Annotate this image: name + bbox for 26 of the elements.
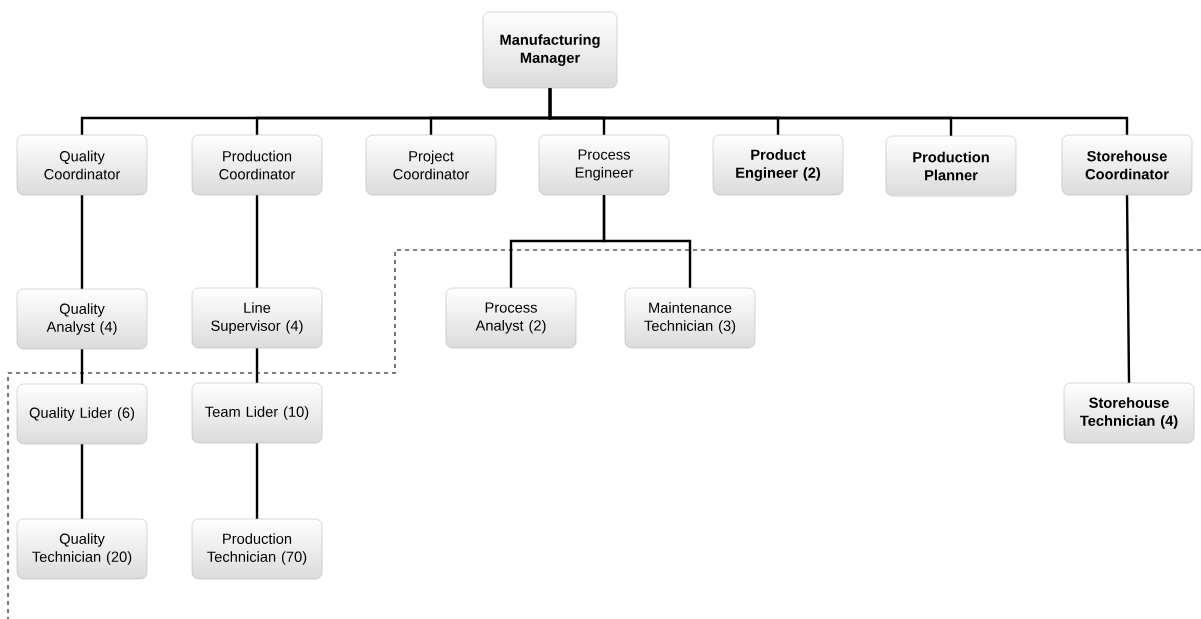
org-box: Manufacturing Manager bbox=[482, 11, 618, 89]
org-box: Process Analyst (2) bbox=[445, 287, 577, 349]
connector-line bbox=[80, 349, 84, 384]
connector-line bbox=[80, 195, 84, 289]
org-box: Project Coordinator bbox=[365, 134, 497, 196]
org-box: Production Technician (70) bbox=[191, 518, 323, 580]
org-box: Quality Analyst (4) bbox=[16, 288, 148, 350]
org-box: Production Coordinator bbox=[191, 134, 323, 196]
org-box: Storehouse Technician (4) bbox=[1063, 382, 1195, 444]
org-box: Quality Coordinator bbox=[16, 134, 148, 196]
org-box: Storehouse Coordinator bbox=[1061, 134, 1193, 196]
org-box: Process Engineer bbox=[538, 134, 670, 196]
connector-line bbox=[548, 88, 1129, 135]
org-box: Quality Lider (6) bbox=[16, 383, 148, 445]
org-box: Production Planner bbox=[885, 135, 1017, 197]
connector-line bbox=[255, 443, 259, 519]
org-box: Product Engineer (2) bbox=[712, 134, 844, 196]
connector-line bbox=[1125, 195, 1131, 383]
org-box: Maintenance Technician (3) bbox=[624, 287, 756, 349]
org-box: Line Supervisor (4) bbox=[191, 287, 323, 349]
connector-line bbox=[255, 195, 259, 288]
connector-line bbox=[80, 444, 84, 519]
connector-line bbox=[255, 348, 259, 383]
org-box: Quality Technician (20) bbox=[16, 518, 148, 580]
connector-line bbox=[602, 195, 692, 288]
org-box: Team Lider (10) bbox=[191, 382, 323, 444]
